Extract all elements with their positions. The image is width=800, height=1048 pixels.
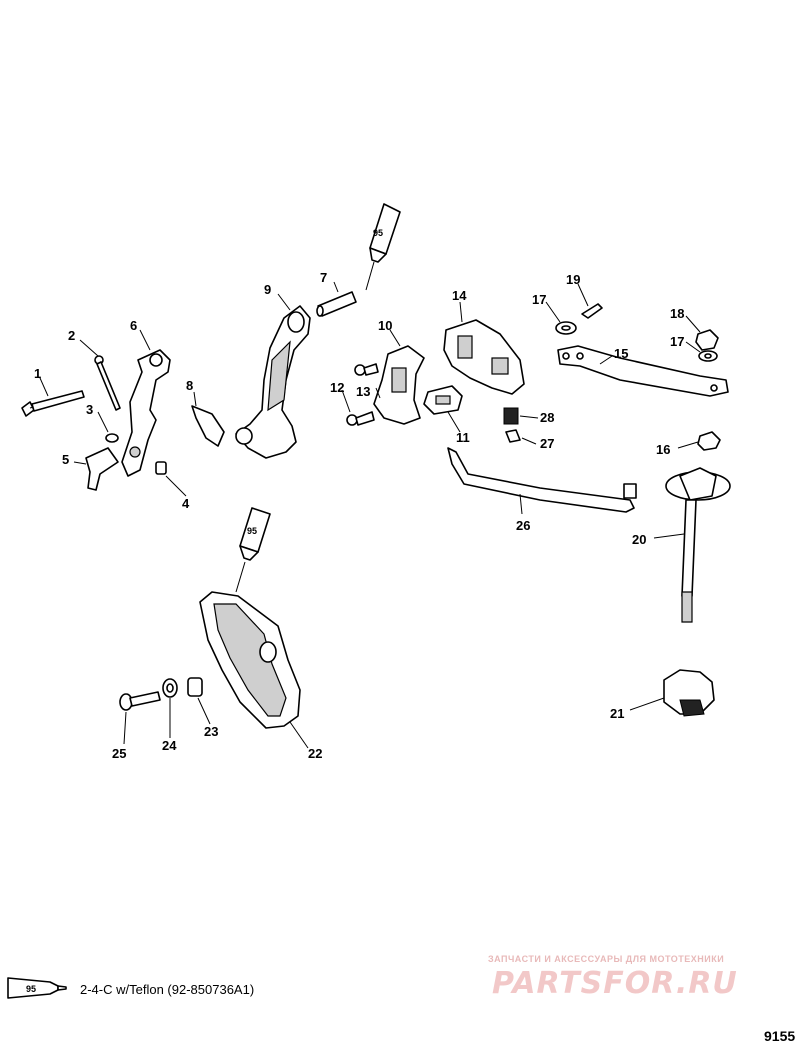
part-clip-5 xyxy=(85,447,119,491)
part-cover-22 xyxy=(199,591,301,729)
callout-9: 9 xyxy=(264,282,271,297)
callout-22: 22 xyxy=(308,746,322,761)
part-bushing-3 xyxy=(105,433,119,443)
callout-3: 3 xyxy=(86,402,93,417)
part-shaft-20 xyxy=(665,467,731,623)
callout-8: 8 xyxy=(186,378,193,393)
callout-17b: 17 xyxy=(670,334,684,349)
part-cam-21 xyxy=(663,669,715,717)
grease-tube-top: 95 xyxy=(369,203,401,263)
part-nut-16 xyxy=(697,431,721,451)
part-cotter-19 xyxy=(581,303,603,319)
part-washer-17a xyxy=(555,321,577,335)
callout-13: 13 xyxy=(356,384,370,399)
callout-19: 19 xyxy=(566,272,580,287)
callout-26: 26 xyxy=(516,518,530,533)
legend-tube-icon: 95 xyxy=(7,977,67,999)
part-washer-24 xyxy=(162,678,178,698)
part-nut-18 xyxy=(695,329,719,351)
grease-tube-middle: 95 xyxy=(239,507,271,561)
watermark-tagline: ЗАПЧАСТИ И АКСЕССУАРЫ ДЛЯ МОТОТЕХНИКИ xyxy=(488,954,725,964)
watermark-brand: PARTSFOR.RU xyxy=(492,966,738,1001)
callout-6: 6 xyxy=(130,318,137,333)
legend-text: 2-4-C w/Teflon (92-850736A1) xyxy=(80,982,255,997)
part-gasket-11 xyxy=(423,385,463,415)
tube-label-middle: 95 xyxy=(247,526,257,536)
callout-18: 18 xyxy=(670,306,684,321)
part-screw-2 xyxy=(94,355,121,411)
legend-tube-label: 95 xyxy=(26,984,36,994)
part-link-15 xyxy=(557,345,729,397)
callout-4: 4 xyxy=(182,496,190,511)
callout-15: 15 xyxy=(614,346,628,361)
callout-1: 1 xyxy=(34,366,41,381)
figure-number: 9155 xyxy=(764,1028,796,1044)
callout-24: 24 xyxy=(162,738,177,753)
callout-12: 12 xyxy=(330,380,344,395)
part-spring-28 xyxy=(503,407,519,425)
part-arm-9 xyxy=(235,305,311,459)
callout-7: 7 xyxy=(320,270,327,285)
part-bushing-4 xyxy=(155,461,167,475)
part-clip-27 xyxy=(505,429,521,443)
callout-27: 27 xyxy=(540,436,554,451)
part-bushing-23 xyxy=(187,677,203,697)
part-clip-8 xyxy=(191,405,225,447)
callout-11: 11 xyxy=(456,430,470,445)
part-lever-6 xyxy=(121,349,171,477)
part-bolt-1 xyxy=(21,390,85,417)
callout-5: 5 xyxy=(62,452,69,467)
callout-28: 28 xyxy=(540,410,554,425)
callout-23: 23 xyxy=(204,724,218,739)
part-screw-12a xyxy=(354,363,379,376)
part-housing-14 xyxy=(443,319,525,395)
part-washer-17b xyxy=(698,350,718,362)
part-rod-26 xyxy=(447,447,637,513)
part-bracket-10 xyxy=(373,345,425,425)
part-pin-7 xyxy=(316,291,357,317)
callout-16: 16 xyxy=(656,442,670,457)
callout-20: 20 xyxy=(632,532,646,547)
callout-10: 10 xyxy=(378,318,392,333)
callout-25: 25 xyxy=(112,746,126,761)
callout-21: 21 xyxy=(610,706,624,721)
part-screw-12b xyxy=(346,411,375,426)
leader-lines xyxy=(39,281,701,749)
callout-17a: 17 xyxy=(532,292,546,307)
callout-2: 2 xyxy=(68,328,75,343)
part-screw-25 xyxy=(119,691,161,711)
callout-14: 14 xyxy=(452,288,467,303)
tube-label-top: 95 xyxy=(373,228,383,238)
